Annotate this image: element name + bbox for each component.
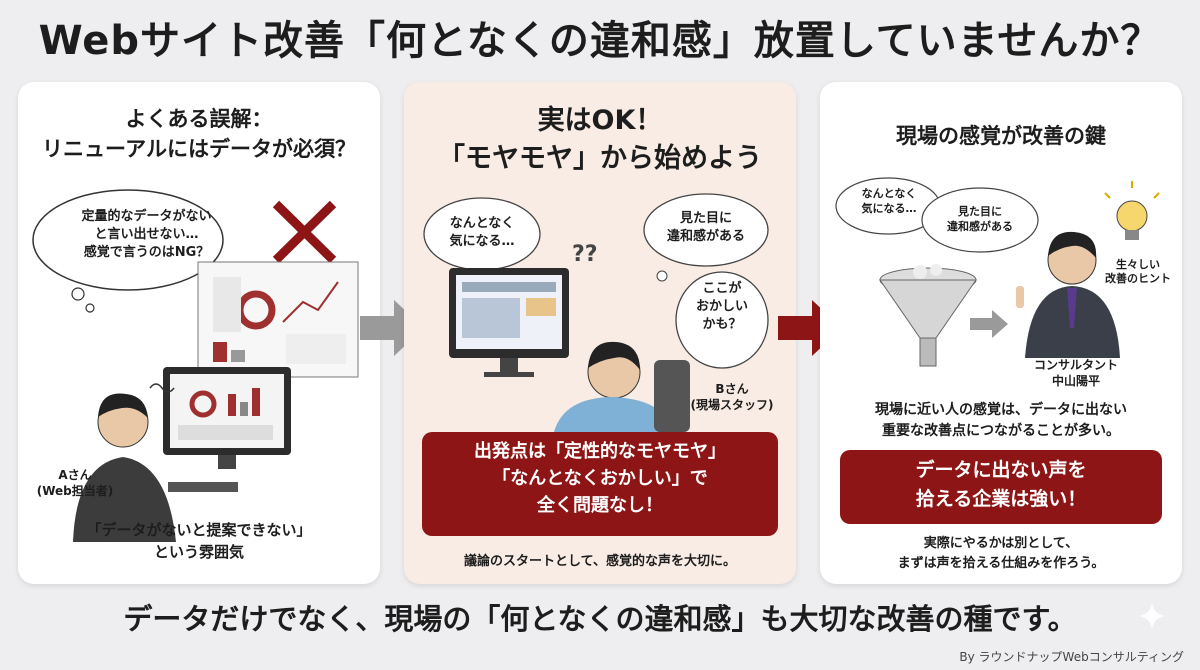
panel2-bubble2-text: 見た目に 違和感がある: [652, 210, 760, 246]
panel3-bubble2-line2: 違和感がある: [947, 220, 1013, 234]
panel1-thought-line1: 定量的なデータがない: [81, 209, 212, 224]
consultant-name: 中山陽平: [1051, 373, 1100, 388]
hint-label-line2: 改善のヒント: [1105, 272, 1171, 286]
panel1-thought-line2: と言い出せない…: [94, 227, 199, 243]
panel3-box-line1: データに出ない声を: [915, 459, 1087, 481]
person-a-name: Aさん: [58, 468, 92, 482]
monitor-icon: [163, 367, 291, 469]
person-b-name: Bさん: [715, 382, 749, 396]
panel2-bubble3-line1: ここが: [702, 281, 742, 296]
panel1-thought-text: 定量的なデータがない と言い出せない… 感覚で言うのはNG？: [54, 208, 239, 263]
funnel-icon: [879, 264, 977, 367]
person-a-role: (Web担当者): [36, 483, 114, 498]
question-marks: ??: [572, 242, 598, 267]
panel1-heading-line2: リニューアルにはデータが必須？: [42, 137, 356, 162]
panel3-text-line1: 現場に近い人の感覚は、データに出ない: [875, 402, 1127, 418]
panel-field-sense: 現場の感覚が改善の鍵: [820, 82, 1182, 584]
thought-cloud: [32, 189, 224, 313]
panel2-heading-line1: 実はOK！: [537, 105, 663, 136]
panel2-caption: 議論のスタートとして、感覚的な声を大切に。: [464, 554, 736, 569]
person-b-role: (現場スタッフ): [690, 397, 774, 412]
thought-clouds: [423, 193, 769, 369]
panel2-bubble3-line3: かも？: [702, 317, 742, 333]
panel1-heading-line1: よくある誤解：: [125, 107, 273, 131]
panel3-box-line2: 拾える企業は強い！: [915, 487, 1087, 510]
panel1-thought-line3: 感覚で言うのはNG？: [83, 245, 210, 261]
panel2-heading: 実はOK！ 「モヤモヤ」から始めよう: [404, 102, 796, 178]
panel-moyamoya-ok: 実はOK！ 「モヤモヤ」から始めよう なんとなく 気になる…: [404, 82, 796, 584]
panel2-key-message: 出発点は「定性的なモヤモヤ」 「なんとなくおかしい」で 全く問題なし！: [422, 432, 778, 536]
credit-text: By ラウンドナップWebコンサルティング: [959, 650, 1184, 664]
consultant-label: コンサルタント 中山陽平: [1016, 358, 1136, 389]
thought-clouds: [835, 177, 1039, 253]
consultant-title: コンサルタント: [1033, 358, 1118, 372]
panel2-box-line1: 出発点は「定性的なモヤモヤ」: [474, 441, 726, 462]
hint-label: 生々しい 改善のヒント: [1098, 258, 1178, 287]
page-title: Webサイト改善「何となくの違和感」放置していませんか？: [38, 18, 1162, 64]
panel3-bubble2-line1: 見た目に: [958, 205, 1002, 218]
panel2-bubble2-line2: 違和感がある: [666, 229, 745, 245]
panel1-caption-line2: という雰囲気: [153, 542, 244, 561]
panel3-caption-line2: まずは声を拾える仕組みを作ろう。: [897, 555, 1105, 571]
panel2-bubble2-line1: 見た目に: [679, 211, 732, 226]
panel3-bubble1-line1: なんとなく: [861, 187, 917, 200]
panel2-bubble1-text: なんとなく 気になる…: [434, 215, 530, 251]
panel2-heading-line2: 「モヤモヤ」から始めよう: [438, 142, 762, 174]
panel2-box-line3: 全く問題なし！: [537, 495, 663, 516]
panel3-text: 現場に近い人の感覚は、データに出ない 重要な改善点につながることが多い。: [820, 400, 1182, 442]
panel3-bubble2-text: 見た目に 違和感がある: [930, 204, 1030, 235]
panel2-illustration: [423, 193, 769, 432]
person-b-label: Bさん (現場スタッフ): [682, 382, 782, 413]
person-b-icon: [554, 341, 690, 432]
panel2-bubble1-line2: 気になる…: [449, 234, 515, 250]
panel3-illustration: [835, 177, 1160, 367]
panel3-heading: 現場の感覚が改善の鍵: [896, 124, 1106, 148]
panel2-bubble1-line1: なんとなく: [449, 216, 515, 231]
person-a-icon: [73, 383, 238, 542]
footer-message: データだけでなく、現場の「何となくの違和感」も大切な改善の種です。: [123, 602, 1077, 636]
panel3-text-line2: 重要な改善点につながることが多い。: [882, 423, 1120, 439]
panel3-key-message: データに出ない声を 拾える企業は強い！: [840, 450, 1162, 524]
monitor-icon: [449, 268, 569, 377]
dashboard-charts-icon: [197, 261, 359, 378]
person-a-label: Aさん (Web担当者): [30, 468, 120, 499]
panel2-box-line2: 「なんとなくおかしい」で: [492, 468, 708, 489]
panel3-bubble1-text: なんとなく 気になる…: [844, 186, 934, 217]
arrow-small-gray-icon: [970, 310, 1008, 338]
panel1-caption-line1: 「データがないと提案できない」: [86, 521, 312, 539]
panel1-heading: よくある誤解： リニューアルにはデータが必須？: [18, 104, 380, 165]
panel2-bubble3-line2: おかしい: [695, 299, 748, 315]
sparkle-icon: [1139, 603, 1165, 629]
panel3-bubble1-line2: 気になる…: [861, 202, 917, 216]
panel-misconception: よくある誤解： リニューアルにはデータが必須？: [18, 82, 380, 584]
panel3-caption: 実際にやるかは別として、 まずは声を拾える仕組みを作ろう。: [820, 534, 1182, 573]
hint-label-line1: 生々しい: [1116, 258, 1160, 271]
panel1-illustration: [32, 189, 359, 542]
lightbulb-icon: [1104, 181, 1160, 240]
panel1-caption: 「データがないと提案できない」 という雰囲気: [18, 520, 380, 564]
red-x-icon: [272, 200, 337, 264]
panel2-bubble3-text: ここが おかしい かも？: [684, 280, 760, 335]
consultant-icon: [1016, 231, 1120, 358]
panel3-caption-line1: 実際にやるかは別として、: [923, 536, 1079, 551]
